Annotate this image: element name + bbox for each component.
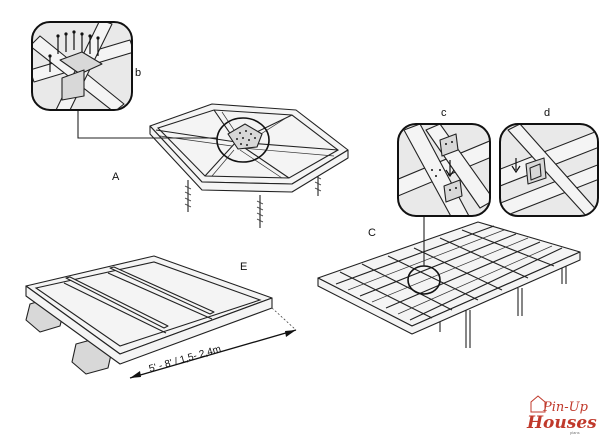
center-hub-circle	[216, 117, 270, 163]
label-c-upper: C	[368, 227, 376, 239]
logo-line2: Houses	[526, 413, 597, 433]
label-e: E	[240, 261, 247, 273]
label-a: A	[112, 171, 120, 183]
logo-line3: plans	[570, 430, 580, 435]
label-b: b	[135, 67, 141, 79]
detail-b-zoom: b	[31, 21, 141, 111]
pin-up-houses-logo: Pin-Up Houses plans	[526, 395, 597, 435]
label-d: d	[544, 107, 550, 119]
grid-foundation-figure-c: C	[317, 206, 581, 348]
block-foundation-figure-e: E 5' - 8' / 1,5- 2,4m	[25, 255, 297, 379]
label-c: c	[441, 107, 447, 119]
dimension-arrow	[129, 307, 297, 379]
detail-c-zoom: c	[397, 107, 491, 217]
detail-d-zoom: d	[499, 107, 599, 217]
logo-line1: Pin-Up	[542, 400, 589, 415]
hexagon-platform-figure-a: A	[77, 103, 349, 228]
